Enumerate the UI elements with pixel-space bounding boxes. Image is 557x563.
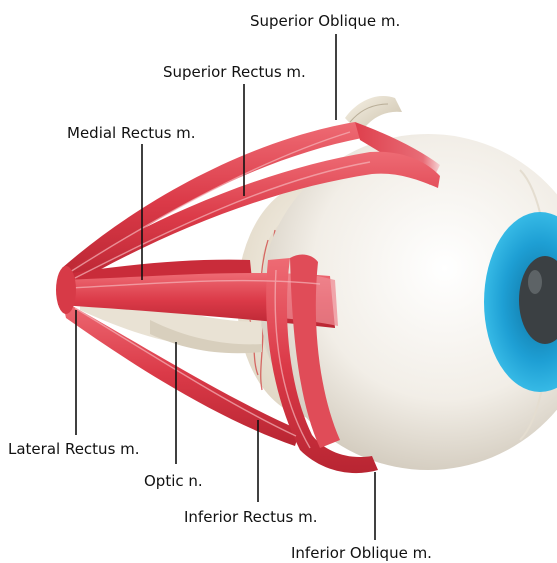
label-lateral-rectus: Lateral Rectus m. <box>8 440 140 458</box>
label-superior-oblique: Superior Oblique m. <box>250 12 400 30</box>
label-medial-rectus: Medial Rectus m. <box>67 124 196 142</box>
label-inferior-oblique: Inferior Oblique m. <box>291 544 432 562</box>
label-superior-rectus: Superior Rectus m. <box>163 63 306 81</box>
label-optic-nerve: Optic n. <box>144 472 203 490</box>
label-inferior-rectus: Inferior Rectus m. <box>184 508 317 526</box>
